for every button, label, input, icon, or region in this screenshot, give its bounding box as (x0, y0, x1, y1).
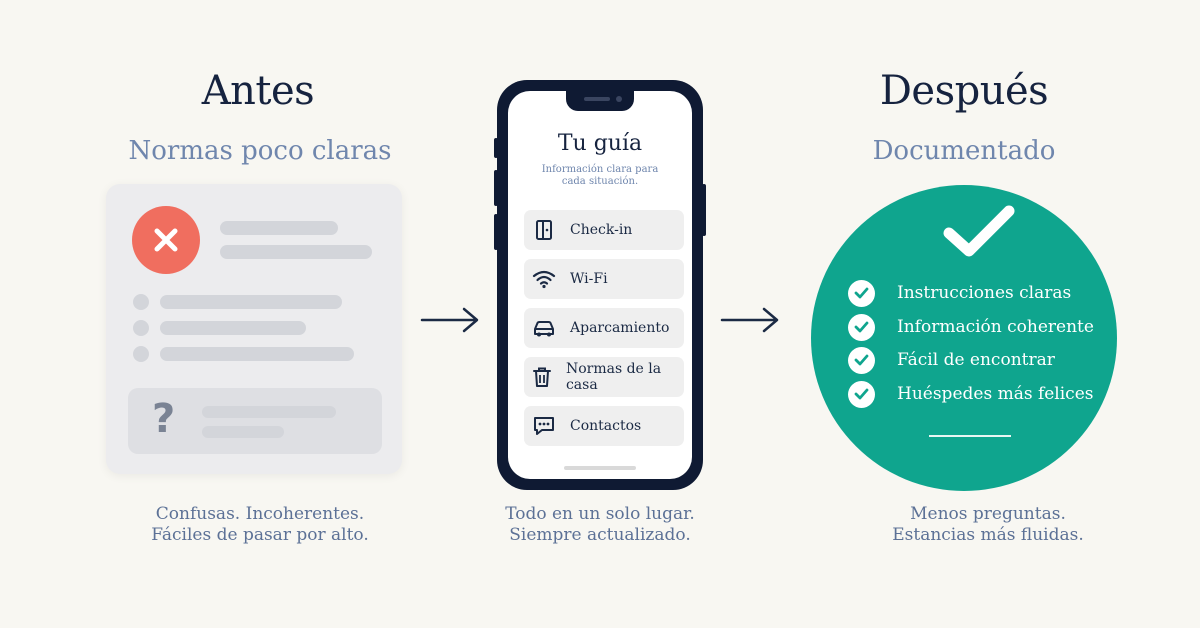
before-caption-line: Fáciles de pasar por alto. (151, 525, 369, 545)
big-checkmark-icon (939, 201, 1019, 265)
bullet-dot (133, 346, 149, 362)
arrow-right-icon (720, 306, 782, 334)
chat-icon (524, 415, 564, 437)
phone-notch (566, 91, 634, 111)
question-mark-icon: ? (152, 396, 176, 442)
placeholder-line (160, 347, 354, 361)
placeholder-line (160, 321, 306, 335)
phone-caption-line: Siempre actualizado. (509, 525, 691, 545)
bullet-dot (133, 320, 149, 336)
before-caption-line: Confusas. Incoherentes. (155, 504, 365, 524)
divider-line (929, 435, 1011, 437)
home-indicator (564, 466, 636, 470)
menu-item-house-rules[interactable]: Normas de la casa (524, 357, 684, 397)
after-title: Después (879, 68, 1049, 114)
phone-side-button (494, 170, 498, 206)
before-title: Antes (201, 68, 315, 114)
error-x-icon (132, 206, 200, 274)
arrow-right-icon (420, 306, 482, 334)
placeholder-line (202, 406, 336, 418)
menu-item-label: Aparcamiento (570, 320, 670, 336)
menu-item-wifi[interactable]: Wi-Fi (524, 259, 684, 299)
placeholder-line (220, 245, 372, 259)
phone-caption-line: Todo en un solo lugar. (505, 504, 695, 524)
after-caption-line: Menos preguntas. (910, 504, 1066, 524)
guide-subtitle-line: Información clara para (541, 164, 659, 175)
check-item: Fácil de encontrar (848, 346, 1055, 374)
phone-caption: Todo en un solo lugar. Siempre actualiza… (450, 504, 750, 546)
phone-side-button (494, 214, 498, 250)
check-circle-icon (848, 279, 875, 307)
phone-side-button (494, 138, 498, 158)
check-item: Huéspedes más felices (848, 380, 1094, 408)
menu-item-parking[interactable]: Aparcamiento (524, 308, 684, 348)
menu-item-label: Wi-Fi (570, 271, 608, 287)
check-item-label: Fácil de encontrar (897, 350, 1055, 370)
guide-title: Tu guía (557, 131, 643, 156)
menu-item-check-in[interactable]: Check-in (524, 210, 684, 250)
menu-item-label: Check-in (570, 222, 633, 238)
documented-circle: Instrucciones claras Información coheren… (811, 185, 1117, 491)
check-item-label: Instrucciones claras (897, 283, 1072, 303)
phone-mockup: Tu guía Información clara para cada situ… (497, 80, 703, 490)
wifi-icon (524, 269, 564, 289)
placeholder-line (202, 426, 284, 438)
before-caption: Confusas. Incoherentes. Fáciles de pasar… (100, 504, 420, 546)
after-caption-line: Estancias más fluidas. (892, 525, 1084, 545)
car-icon (524, 318, 564, 338)
before-subtitle: Normas poco claras (128, 136, 392, 166)
check-circle-icon (848, 313, 875, 341)
placeholder-line (160, 295, 342, 309)
check-item: Instrucciones claras (848, 279, 1071, 307)
check-item-label: Información coherente (897, 317, 1094, 337)
check-circle-icon (848, 380, 875, 408)
menu-item-label: Contactos (570, 418, 642, 434)
after-caption: Menos preguntas. Estancias más fluidas. (838, 504, 1138, 546)
phone-screen: Tu guía Información clara para cada situ… (508, 91, 692, 479)
check-circle-icon (848, 346, 875, 374)
menu-item-contacts[interactable]: Contactos (524, 406, 684, 446)
check-item: Información coherente (848, 313, 1094, 341)
menu-item-label: Normas de la casa (565, 361, 662, 393)
phone-side-button (702, 184, 706, 236)
guide-subtitle: Información clara para cada situación. (508, 164, 692, 188)
door-icon (524, 219, 564, 241)
bullet-dot (133, 294, 149, 310)
unclear-rules-card: ? (106, 184, 402, 474)
placeholder-line (220, 221, 338, 235)
guide-subtitle-line: cada situación. (561, 176, 639, 187)
question-box: ? (128, 388, 382, 454)
after-subtitle: Documentado (872, 136, 1056, 166)
check-item-label: Huéspedes más felices (897, 384, 1094, 404)
trash-icon (524, 366, 560, 388)
